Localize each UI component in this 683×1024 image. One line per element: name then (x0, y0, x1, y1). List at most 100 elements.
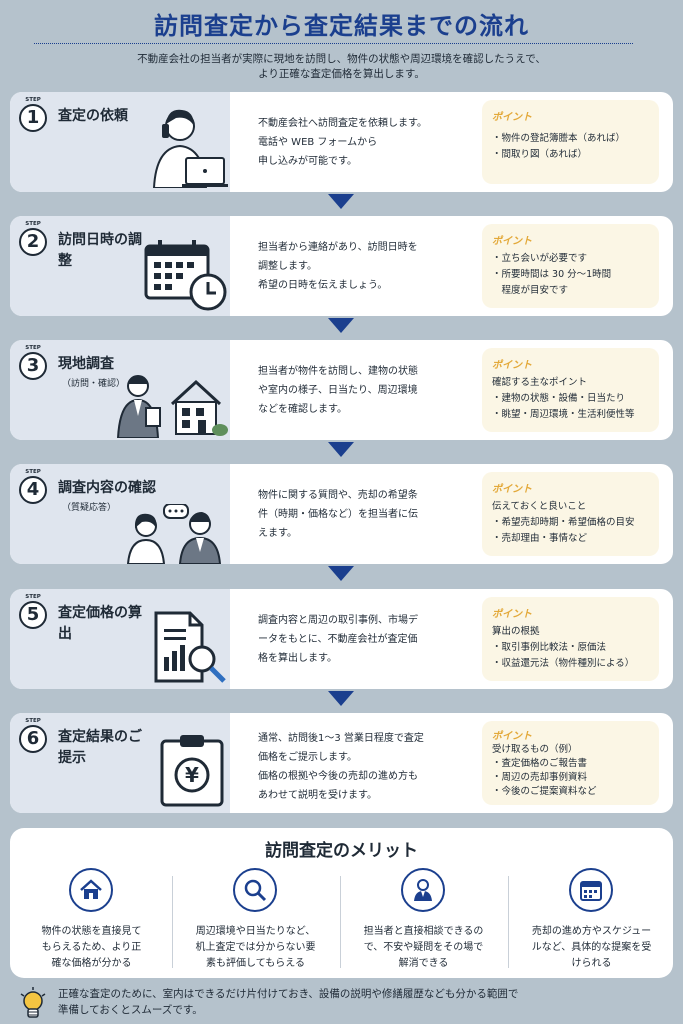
step-header-panel: STEP 1 査定の依頼 (10, 92, 230, 192)
step-header-panel: STEP 5 査定価格の算出 (10, 589, 230, 689)
merit-item: 担当者と直接相談できるの で、不安や疑問をその場で 解消できる (346, 868, 501, 974)
description-line: ータをもとに、不動産会社が査定価 (258, 634, 418, 645)
point-item: ・今後のご提案資料など (492, 786, 597, 797)
step-label: STEP (23, 718, 43, 724)
point-box: ポイント ・立ち会いが必要です ・所要時間は 30 分〜1時間 程度が目安です (482, 224, 659, 308)
point-box: ポイント 確認する主なポイント ・建物の状態・設備・日当たり ・眺望・周辺環境・… (482, 348, 659, 432)
point-item: 程度が目安です (492, 285, 569, 296)
step-card-1: STEP 1 査定の依頼 不動産会社へ訪問査定を依頼します。 電話や WEB フ… (10, 92, 673, 192)
step-header-panel: STEP 6 査定結果のご提示 ¥ (10, 713, 230, 813)
step-number-badge: STEP 4 (19, 469, 47, 504)
merit-line: 周辺環境や日当たりなど、 (195, 926, 316, 937)
magnifier-icon (233, 868, 277, 912)
step-description: 調査内容と周辺の取引事例、市場デ ータをもとに、不動産会社が査定価 格を算出しま… (258, 611, 468, 668)
merit-line: で、不安や疑問をその場で (363, 942, 484, 953)
merit-line: 解消できる (398, 958, 449, 969)
step-label: STEP (23, 97, 43, 103)
point-item: ・取引事例比較法・原価法 (492, 642, 607, 653)
point-label: ポイント (492, 112, 532, 123)
description-line: 電話や WEB フォームから (258, 137, 378, 148)
point-item: ・収益還元法（物件種別による） (492, 658, 635, 669)
document-magnifier-icon (154, 611, 226, 683)
description-line: や室内の様子、日当たり、周辺環境 (258, 385, 418, 396)
down-arrow-icon (328, 691, 354, 706)
point-item: ・売却理由・事情など (492, 533, 588, 544)
step-number: 2 (26, 231, 40, 252)
point-item: 伝えておくと良いこと (492, 501, 587, 512)
merit-line: 確な価格が分かる (51, 958, 132, 969)
merit-section: 訪問査定のメリット 物件の状態を直接見て もらえるため、より正 確な価格が分かる… (10, 828, 673, 978)
header: 訪問査定から査定結果までの流れ 不動産会社の担当者が実際に現地を訪問し、物件の状… (0, 0, 683, 90)
merit-line: けられる (571, 958, 612, 969)
step-card-2: STEP 2 訪問日時の調整 担当者から連絡があり、訪問日時を 調整します。 希… (10, 216, 673, 316)
description-line: などを確認します。 (258, 404, 347, 415)
step-label: STEP (23, 345, 43, 351)
point-item: ・周辺の売却事例資料 (492, 772, 588, 783)
inspector-house-icon (116, 375, 228, 438)
merit-line: 物件の状態を直接見て (41, 926, 142, 937)
step-description: 物件に関する質問や、売却の希望条 件（時期・価格など）を担当者に伝 えます。 (258, 486, 468, 543)
merit-text: 売却の進め方やスケジュー ルなど、具体的な提案を受 けられる (522, 924, 661, 972)
intro-text: 不動産会社の担当者が実際に現地を訪問し、物件の状態や周辺環境を確認したうえで、 … (40, 52, 643, 82)
conversation-people-icon (126, 504, 222, 564)
merit-line: もらえるため、より正 (41, 942, 142, 953)
step-number-badge: STEP 1 (19, 97, 47, 132)
step-label: STEP (23, 469, 43, 475)
down-arrow-icon (328, 566, 354, 581)
merit-line: 売却の進め方やスケジュー (531, 926, 652, 937)
down-arrow-icon (328, 442, 354, 457)
person-icon (401, 868, 445, 912)
merit-line: 素も評価してもらえる (206, 958, 305, 969)
point-box: ポイント 伝えておくと良いこと ・希望売却時期・希望価格の目安 ・売却理由・事情… (482, 472, 659, 556)
calendar-clock-icon (144, 240, 227, 311)
point-item: 算出の根拠 (492, 626, 540, 637)
step-card-4: STEP 4 調査内容の確認 （質疑応答） 物件に関する質問や、売却の希望条 件… (10, 464, 673, 564)
footer-line: 準備しておくとスムーズです。 (58, 1004, 203, 1016)
point-item: ・立ち会いが必要です (492, 253, 588, 264)
step-label: STEP (23, 221, 43, 227)
description-line: 件（時期・価格など）を担当者に伝 (258, 509, 418, 520)
merit-divider (508, 876, 509, 968)
step-number: 1 (26, 107, 40, 128)
description-line: 担当者から連絡があり、訪問日時を (258, 242, 418, 253)
point-label: ポイント (492, 484, 532, 495)
point-item: ・査定価格のご報告書 (492, 758, 588, 769)
point-item: ・眺望・周辺環境・生活利便性等 (492, 409, 635, 420)
point-label: ポイント (492, 360, 532, 371)
merit-item: 売却の進め方やスケジュー ルなど、具体的な提案を受 けられる (514, 868, 669, 974)
person-phone-laptop-icon (152, 109, 228, 188)
merit-item: 物件の状態を直接見て もらえるため、より正 確な価格が分かる (14, 868, 169, 974)
lightbulb-icon (20, 987, 46, 1018)
description-line: 価格をご提示します。 (258, 752, 357, 763)
title-divider (34, 43, 633, 44)
svg-text:¥: ¥ (185, 763, 199, 787)
down-arrow-icon (328, 318, 354, 333)
point-label: ポイント (492, 731, 532, 742)
merit-line: ルなど、具体的な提案を受 (531, 942, 652, 953)
step-description: 担当者から連絡があり、訪問日時を 調整します。 希望の日時を伝えましょう。 (258, 238, 468, 295)
merit-text: 周辺環境や日当たりなど、 机上査定では分からない要 素も評価してもらえる (186, 924, 325, 972)
merit-text: 物件の状態を直接見て もらえるため、より正 確な価格が分かる (22, 924, 161, 972)
clipboard-yen-icon: ¥ (160, 735, 224, 807)
step-header-panel: STEP 4 調査内容の確認 （質疑応答） (10, 464, 230, 564)
step-title: 査定価格の算出 (58, 605, 142, 642)
page-title: 訪問査定から査定結果までの流れ (154, 12, 529, 40)
description-line: 希望の日時を伝えましょう。 (258, 280, 388, 291)
step-description: 通常、訪問後1〜3 営業日程度で査定 価格をご提示します。 価格の根拠や今後の売… (258, 729, 468, 805)
step-number-badge: STEP 2 (19, 221, 47, 256)
house-icon (69, 868, 113, 912)
point-item: ・建物の状態・設備・日当たり (492, 393, 626, 404)
merit-text: 担当者と直接相談できるの で、不安や疑問をその場で 解消できる (354, 924, 493, 972)
merit-divider (172, 876, 173, 968)
point-item: 確認する主なポイント (492, 377, 588, 388)
point-box: ポイント 算出の根拠 ・取引事例比較法・原価法 ・収益還元法（物件種別による） (482, 597, 659, 681)
step-number: 5 (26, 604, 40, 625)
step-card-3: STEP 3 現地調査 （訪問・確認） 担当者が物件を訪問し、建物の状態 や室内… (10, 340, 673, 440)
step-card-6: STEP 6 査定結果のご提示 ¥ 通常、訪問後1〜3 営業日程度で査定 価格を… (10, 713, 673, 813)
step-title: 現地調査 (58, 356, 114, 372)
description-line: 調査内容と周辺の取引事例、市場デ (258, 615, 418, 626)
step-number: 4 (26, 479, 40, 500)
step-subtitle: （訪問・確認） (62, 379, 126, 389)
step-subtitle: （質疑応答） (62, 503, 117, 513)
merit-item: 周辺環境や日当たりなど、 机上査定では分からない要 素も評価してもらえる (178, 868, 333, 974)
